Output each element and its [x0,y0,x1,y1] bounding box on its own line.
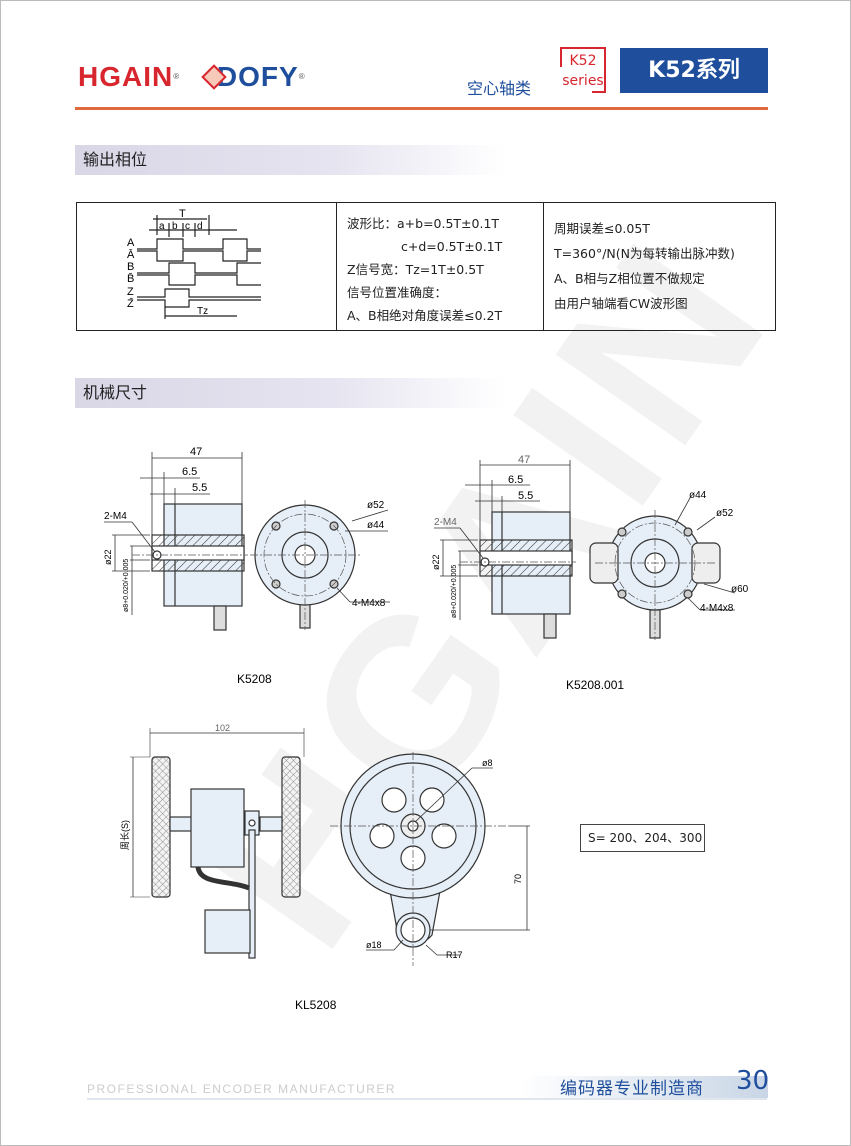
header-rule [75,107,768,110]
k5208001-dia22: ø22 [431,554,441,570]
period-formula: T=360°/N(N为每转输出脉冲数) [554,246,735,261]
footer-swoosh [520,1076,768,1098]
label-a-bar: Ā [127,249,135,261]
section-mechanical: 机械尺寸 [75,378,505,408]
footer-tagline: PROFESSIONAL ENCODER MANUFACTURER [87,1082,397,1096]
kl5208-side-view [130,728,305,959]
k5208-dia44: ø44 [367,520,385,531]
footer-slogan: 编码器专业制造商 [560,1079,704,1099]
section-output-phase: 输出相位 [75,145,505,175]
k5208001-dia60: ø60 [731,584,749,595]
signal-a [137,238,261,250]
k5208-holes: 4-M4x8 [352,598,386,609]
k5208001-dim-6-5: 6.5 [508,474,523,486]
brand-logo: HGAIN® DOFY® [78,62,306,92]
label-z: Z [127,286,134,298]
signal-b-bar [137,274,261,286]
k5208-caption: K5208 [237,672,272,686]
k5208-side-view [151,503,245,631]
k5208001-screw: 2-M4 [434,517,457,528]
z-width: Z信号宽：Tz=1T±0.5T [347,262,484,277]
kl5208-dia18: ø18 [366,940,382,950]
cw-note: 由用户轴端看CW波形图 [554,296,688,311]
kl5208-distance: 70 [513,874,523,884]
seg-c: c [185,221,190,232]
tz-label: Tz [197,306,208,317]
k5208001-dim-5-5: 5.5 [518,490,533,502]
series-badge: K52 series [560,47,606,93]
kl5208-width: 102 [215,723,230,733]
k5208001-holes: 4-M4x8 [700,603,734,614]
k5208001-shaft-tolerance: ø8+0.020/+0.005 [451,565,458,618]
signal-z-bar [137,299,261,308]
series-title: K52系列 [620,48,768,93]
period-label: T [179,208,186,220]
footer-rule [87,1098,767,1100]
kl5208-dia8: ø8 [482,758,493,768]
waveform-cell: T a b c d A Ā B B̄ Z Z̄ Tz [76,202,337,331]
category-label: 空心轴类 [467,79,532,98]
signal-b [137,262,261,274]
period-error: 周期误差≤0.05T [554,221,650,236]
k5208-shaft-tolerance: ø8+0.020/+0.005 [123,559,130,612]
k5208001-dia44: ø44 [689,490,707,501]
seg-a: a [159,221,165,232]
k5208001-length: 47 [518,454,530,466]
angle-error: A、B相绝对角度误差≤0.2T [347,308,503,323]
label-b-bar: B̄ [127,272,134,285]
phase-note: A、B相与Z相位置不做规定 [554,271,705,286]
ratio-cd: c+d=0.5T±0.1T [401,239,503,254]
k5208-dim-5-5: 5.5 [192,482,207,494]
k5208001-caption: K5208.001 [566,678,624,692]
registered-mark: ® [173,72,181,81]
k5208-dim-6-5: 6.5 [182,466,197,478]
k5208-length: 47 [190,446,202,458]
brand-hgain: HGAIN [78,61,174,92]
phase-spec-table: T a b c d A Ā B B̄ Z Z̄ Tz 波形比：a+b=0.5T±… [76,202,776,331]
seg-d: d [197,221,203,232]
signal-z [137,288,261,298]
ratio-ab: 波形比：a+b=0.5T±0.1T [347,216,500,231]
notes-cell: 周期误差≤0.05T T=360°/N(N为每转输出脉冲数) A、B相与Z相位置… [543,202,776,331]
position-accuracy-label: 信号位置准确度： [347,285,448,300]
series-word: series [562,73,604,89]
k5208001-side-view [479,511,573,639]
waveform-diagram: T a b c d A Ā B B̄ Z Z̄ Tz [127,208,261,319]
signal-a-bar [137,250,261,262]
brand-dofy: DOFY [216,61,299,92]
kl5208-caption: KL5208 [295,998,337,1012]
series-code: K52 [569,53,597,69]
label-z-bar: Z̄ [127,297,134,310]
k5208-screw: 2-M4 [104,511,127,522]
page-number: 30 [736,1066,770,1096]
k5208-dia52: ø52 [367,500,385,511]
seg-b: b [172,221,178,232]
kl5208-radius: R17 [446,950,463,960]
label-a: A [127,237,135,249]
registered-mark: ® [298,72,306,81]
s-values-box: S= 200、204、300 [580,824,705,852]
label-b: B [127,261,134,273]
k5208001-dia52: ø52 [716,508,734,519]
kl5208-perimeter: 周长(S) [119,820,130,850]
k5208-dia22: ø22 [103,549,113,565]
